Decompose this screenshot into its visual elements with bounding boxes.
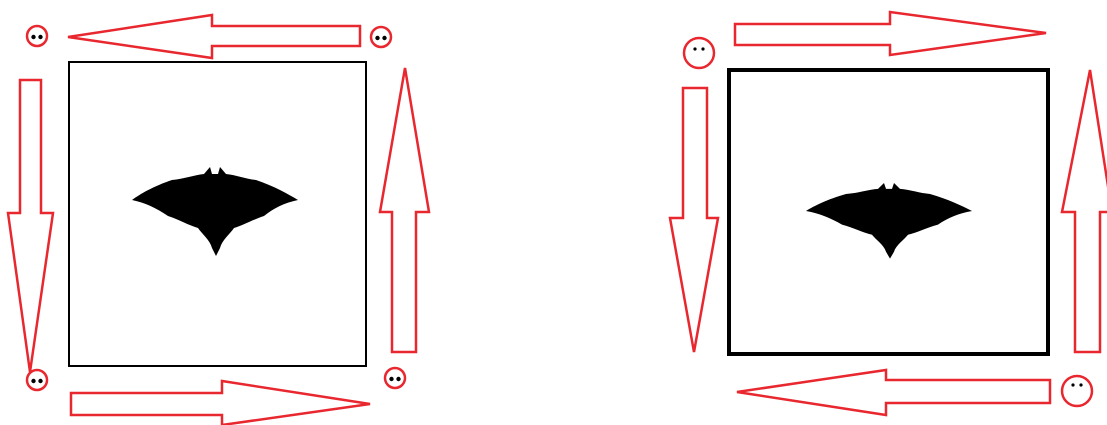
arrow-right-icon [733, 10, 1047, 57]
arrow-up-icon [378, 67, 431, 354]
left-diagram [6, 13, 431, 425]
face-icon [369, 25, 393, 49]
face-icon [383, 366, 407, 390]
arrow-down-icon [6, 78, 55, 373]
right-diagram [668, 10, 1107, 417]
arrow-left-icon [736, 368, 1052, 417]
arrow-down-icon [668, 86, 720, 353]
face-icon [25, 24, 49, 48]
face-icon [682, 36, 716, 70]
arrow-up-icon [1060, 69, 1107, 354]
arrow-right-icon [69, 379, 371, 425]
arrow-left-icon [67, 13, 362, 60]
face-icon [1060, 374, 1094, 408]
face-icon [25, 368, 49, 392]
